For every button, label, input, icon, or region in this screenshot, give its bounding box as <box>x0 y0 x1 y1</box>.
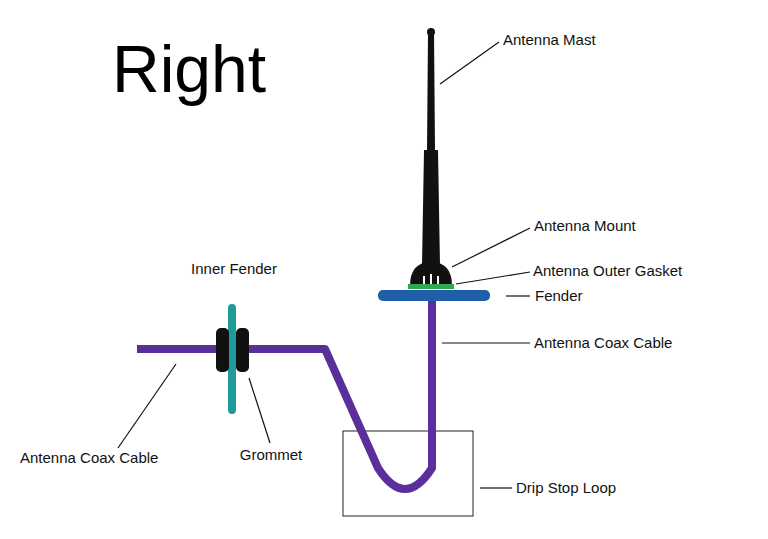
part-label: Grommet <box>240 446 303 464</box>
part-label: Fender <box>535 287 583 305</box>
leader-line <box>506 295 530 296</box>
page-title: Right <box>112 34 266 104</box>
part-label: Drip Stop Loop <box>516 479 616 497</box>
leader-line <box>456 272 530 284</box>
leader-line <box>118 364 176 448</box>
part-label: Antenna Mount <box>534 217 636 235</box>
grommet <box>216 328 229 372</box>
part-label: Inner Fender <box>191 260 277 278</box>
leader-line <box>452 228 530 267</box>
leader-line <box>480 487 512 488</box>
leader-line <box>249 378 270 443</box>
antenna-mount <box>410 262 452 286</box>
grommet <box>236 328 249 372</box>
antenna-mast <box>422 32 440 265</box>
loop-box <box>343 431 473 516</box>
part-label: Antenna Mast <box>503 31 596 49</box>
part-label: Antenna Outer Gasket <box>533 262 682 280</box>
mast-tip <box>427 28 435 36</box>
outer-gasket <box>408 284 454 289</box>
coax-cable <box>137 300 432 489</box>
leader-line <box>440 42 499 84</box>
fender <box>378 290 490 301</box>
part-label: Antenna Coax Cable <box>534 334 672 352</box>
leader-line <box>442 342 530 343</box>
inner-fender <box>228 308 236 410</box>
part-label: Antenna Coax Cable <box>20 449 158 467</box>
